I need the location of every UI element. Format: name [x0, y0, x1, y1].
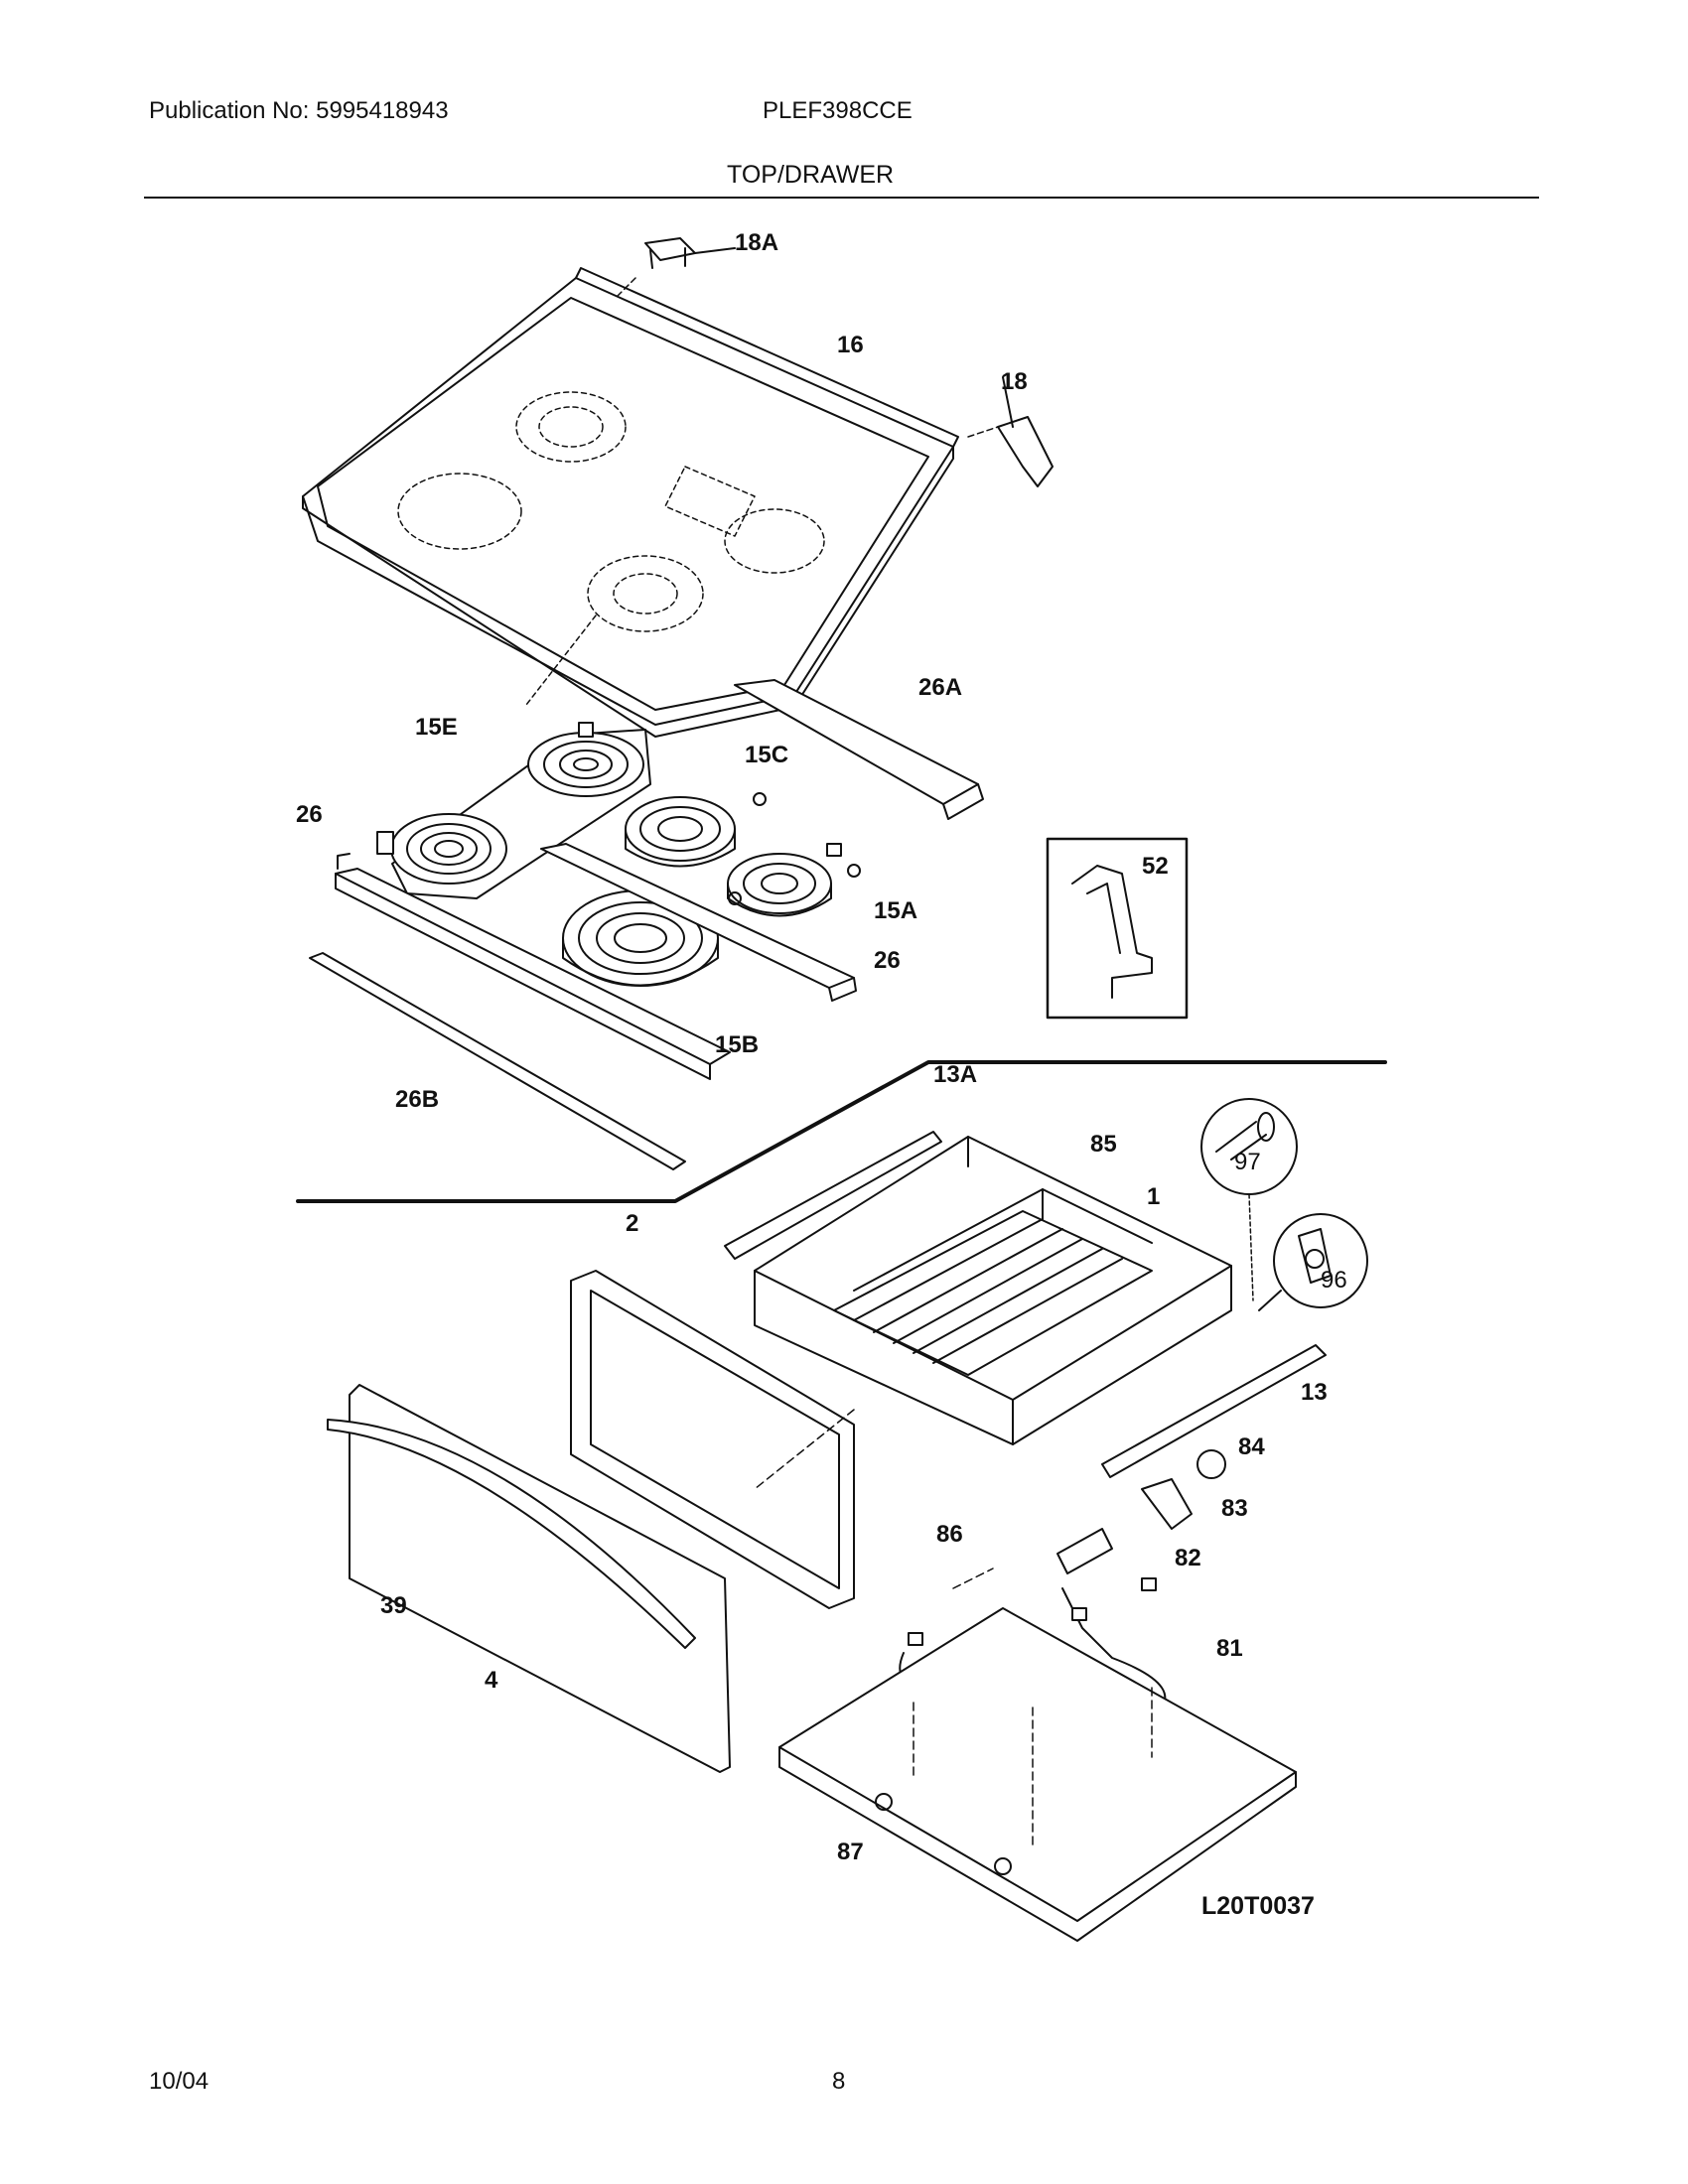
detail-circle-96 [1258, 1213, 1368, 1311]
heater-assembly [899, 1449, 1226, 1754]
callouts: 18A 16 18 26A 15E 15C 26 52 15A 26 15B 2… [296, 229, 1347, 1920]
slide-13 [1101, 1344, 1327, 1478]
bracket-18a [615, 237, 736, 299]
section-divider [296, 1060, 1387, 1203]
callout-1: 1 [1147, 1183, 1160, 1210]
header-rule [144, 197, 1539, 199]
callout-26-left: 26 [296, 801, 323, 828]
callout-81: 81 [1216, 1635, 1243, 1662]
drawer-body [754, 1136, 1232, 1445]
callout-15e: 15E [415, 714, 458, 741]
publication-number: Publication No: 5995418943 [149, 97, 449, 124]
section-title: TOP/DRAWER [727, 161, 895, 189]
rail-26b [309, 952, 686, 1170]
element-15c [625, 792, 767, 868]
element-15b [562, 889, 742, 987]
callout-13a: 13A [933, 1061, 977, 1088]
footer-date: 10/04 [149, 2068, 210, 2095]
callout-97: 97 [1234, 1149, 1261, 1175]
callout-26a: 26A [918, 674, 962, 701]
callout-85: 85 [1090, 1131, 1117, 1158]
diagram-code: L20T0037 [1201, 1892, 1315, 1920]
callout-16: 16 [837, 332, 864, 358]
callout-87: 87 [837, 1839, 864, 1865]
callout-39: 39 [380, 1592, 407, 1619]
callout-86: 86 [936, 1521, 963, 1548]
model-number: PLEF398CCE [763, 97, 913, 124]
callout-26-right: 26 [874, 947, 901, 974]
rail-26-right [540, 843, 857, 1002]
bottom-panel [778, 1607, 1297, 1942]
rail-26a [734, 679, 984, 820]
callout-4: 4 [485, 1667, 498, 1694]
callout-15c: 15C [745, 742, 788, 768]
element-15e [376, 722, 651, 899]
callout-84: 84 [1238, 1433, 1265, 1460]
page-number: 8 [832, 2068, 846, 2095]
callout-18: 18 [1001, 368, 1028, 395]
rail-26-left [335, 853, 731, 1080]
callout-13: 13 [1301, 1379, 1328, 1406]
callout-18a: 18A [735, 229, 778, 256]
callout-96: 96 [1321, 1267, 1347, 1294]
slide-13a [724, 1131, 942, 1260]
drawer-inner-panel [570, 1270, 855, 1609]
callout-26b: 26B [395, 1086, 439, 1113]
callout-2: 2 [626, 1210, 638, 1237]
callout-52: 52 [1142, 853, 1169, 880]
detail-circle-97 [1200, 1098, 1298, 1301]
callout-83: 83 [1221, 1495, 1248, 1522]
bracket-18 [967, 376, 1054, 487]
element-15a [727, 843, 861, 917]
callout-15a: 15A [874, 897, 917, 924]
callout-15b: 15B [715, 1031, 759, 1058]
inset-part-52 [1046, 837, 1189, 1020]
callout-82: 82 [1175, 1545, 1201, 1571]
drawer-front [327, 1384, 731, 1773]
